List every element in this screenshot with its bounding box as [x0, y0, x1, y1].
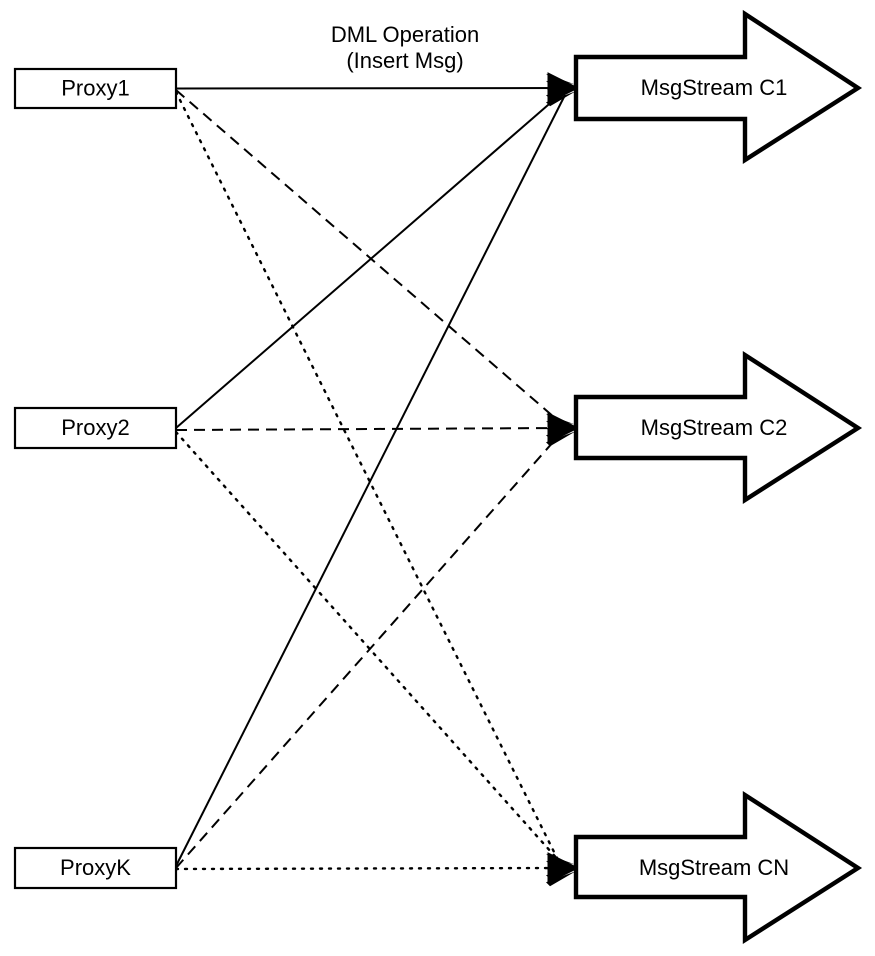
stream-node-stream_c1[interactable]: MsgStream C1 [573, 9, 863, 165]
edge-annotation-layer: DML Operation (Insert Msg) [331, 22, 479, 73]
stream-label-stream_c1: MsgStream C1 [641, 75, 788, 100]
arrowhead-into-stream_cn [546, 852, 580, 887]
proxy-label-proxy1: Proxy1 [61, 75, 129, 100]
dml-operation-label-line1: DML Operation [331, 22, 479, 47]
edge-proxy2-to-stream_cn [174, 430, 562, 864]
proxy-label-proxy2: Proxy2 [61, 415, 129, 440]
stream-node-stream_cn[interactable]: MsgStream CN [573, 790, 863, 945]
proxy-node-proxyk[interactable]: ProxyK [13, 846, 178, 890]
edge-proxy2-to-stream_c2 [175, 427, 563, 431]
edges-layer [174, 87, 566, 871]
stream-label-stream_cn: MsgStream CN [639, 855, 789, 880]
proxy-box-proxyk[interactable] [13, 846, 178, 890]
edge-proxyk-to-stream_c1 [175, 94, 566, 867]
proxy-label-proxyk: ProxyK [60, 855, 131, 880]
stream-arrow-icon-stream_c2[interactable] [573, 350, 863, 505]
arrowheads-layer [546, 72, 580, 887]
edge-proxy1-to-stream_cn [174, 90, 562, 866]
edge-proxy2-to-stream_c1 [175, 91, 564, 429]
arrowhead-into-stream_c1 [546, 72, 580, 107]
stream-nodes-layer: MsgStream C1 MsgStream C2 MsgStream CN [573, 9, 863, 945]
proxy-box-proxy2[interactable] [13, 406, 178, 450]
proxy-box-proxy1[interactable] [13, 67, 178, 110]
edge-proxyk-to-stream_cn [174, 866, 562, 871]
proxy-node-proxy2[interactable]: Proxy2 [13, 406, 178, 450]
arrowhead-into-stream_c2 [546, 412, 580, 447]
stream-arrow-icon-stream_c1[interactable] [573, 9, 863, 165]
proxy-node-proxy1[interactable]: Proxy1 [13, 67, 178, 110]
stream-arrow-icon-stream_cn[interactable] [573, 790, 863, 945]
edge-proxyk-to-stream_c2 [175, 431, 563, 869]
stream-node-stream_c2[interactable]: MsgStream C2 [573, 350, 863, 505]
stream-label-stream_c2: MsgStream C2 [641, 415, 788, 440]
edge-proxy1-to-stream_c2 [175, 89, 563, 425]
edge-proxy1-to-stream_c1 [175, 87, 565, 90]
dml-operation-label-line2: (Insert Msg) [346, 48, 463, 73]
